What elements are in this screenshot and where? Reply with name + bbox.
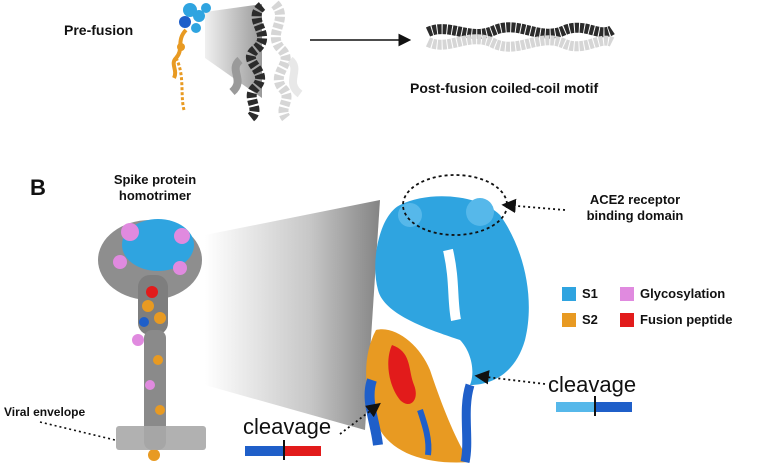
prefusion-helix-model <box>229 0 303 123</box>
ace2-label-line1: ACE2 receptor <box>589 192 681 207</box>
postfusion-coiled-coil <box>425 22 615 52</box>
viral-envelope <box>116 426 206 450</box>
cleavage-right-label: cleavage <box>548 372 637 397</box>
ace2-label-line2: binding domain <box>586 208 684 223</box>
ace2-pointer <box>501 198 566 214</box>
spike-protein-small <box>98 219 202 461</box>
legend-swatch-fusion-peptide <box>620 313 634 327</box>
spike-zoom-wedge <box>205 200 380 430</box>
spike-label-line1: Spike protein <box>113 172 197 187</box>
viral-envelope-label: Viral envelope <box>4 405 86 419</box>
prefusion-label: Pre-fusion <box>64 22 134 38</box>
spike-label-line2: homotrimer <box>118 188 192 203</box>
ace2-label: ACE2 receptor binding domain <box>570 192 700 224</box>
legend-label-fusion-peptide: Fusion peptide <box>640 312 733 327</box>
legend-label-s2: S2 <box>582 312 598 327</box>
cleavage-left-bar <box>245 440 321 460</box>
legend-swatch-s2 <box>562 313 576 327</box>
legend: S1 S2 Glycosylation Fusion peptide <box>562 286 762 337</box>
panel-a <box>171 0 615 123</box>
panel-letter-b: B <box>30 175 46 200</box>
spike-protein-label: Spike protein homotrimer <box>100 172 210 204</box>
cleavage-right-bar <box>556 396 632 416</box>
legend-swatch-s1 <box>562 287 576 301</box>
cleavage-right-pointer <box>474 370 546 385</box>
prefusion-zoom-wedge <box>205 4 262 98</box>
postfusion-label: Post-fusion coiled-coil motif <box>410 80 599 96</box>
spike-protein-large <box>364 196 529 463</box>
legend-label-s1: S1 <box>582 286 598 301</box>
cleavage-left-label: cleavage <box>243 414 332 439</box>
panel-b <box>39 174 632 463</box>
prefusion-spike-small <box>171 3 211 111</box>
legend-label-glycosylation: Glycosylation <box>640 286 726 301</box>
viral-envelope-pointer <box>39 421 116 441</box>
legend-swatch-glycosylation <box>620 287 634 301</box>
